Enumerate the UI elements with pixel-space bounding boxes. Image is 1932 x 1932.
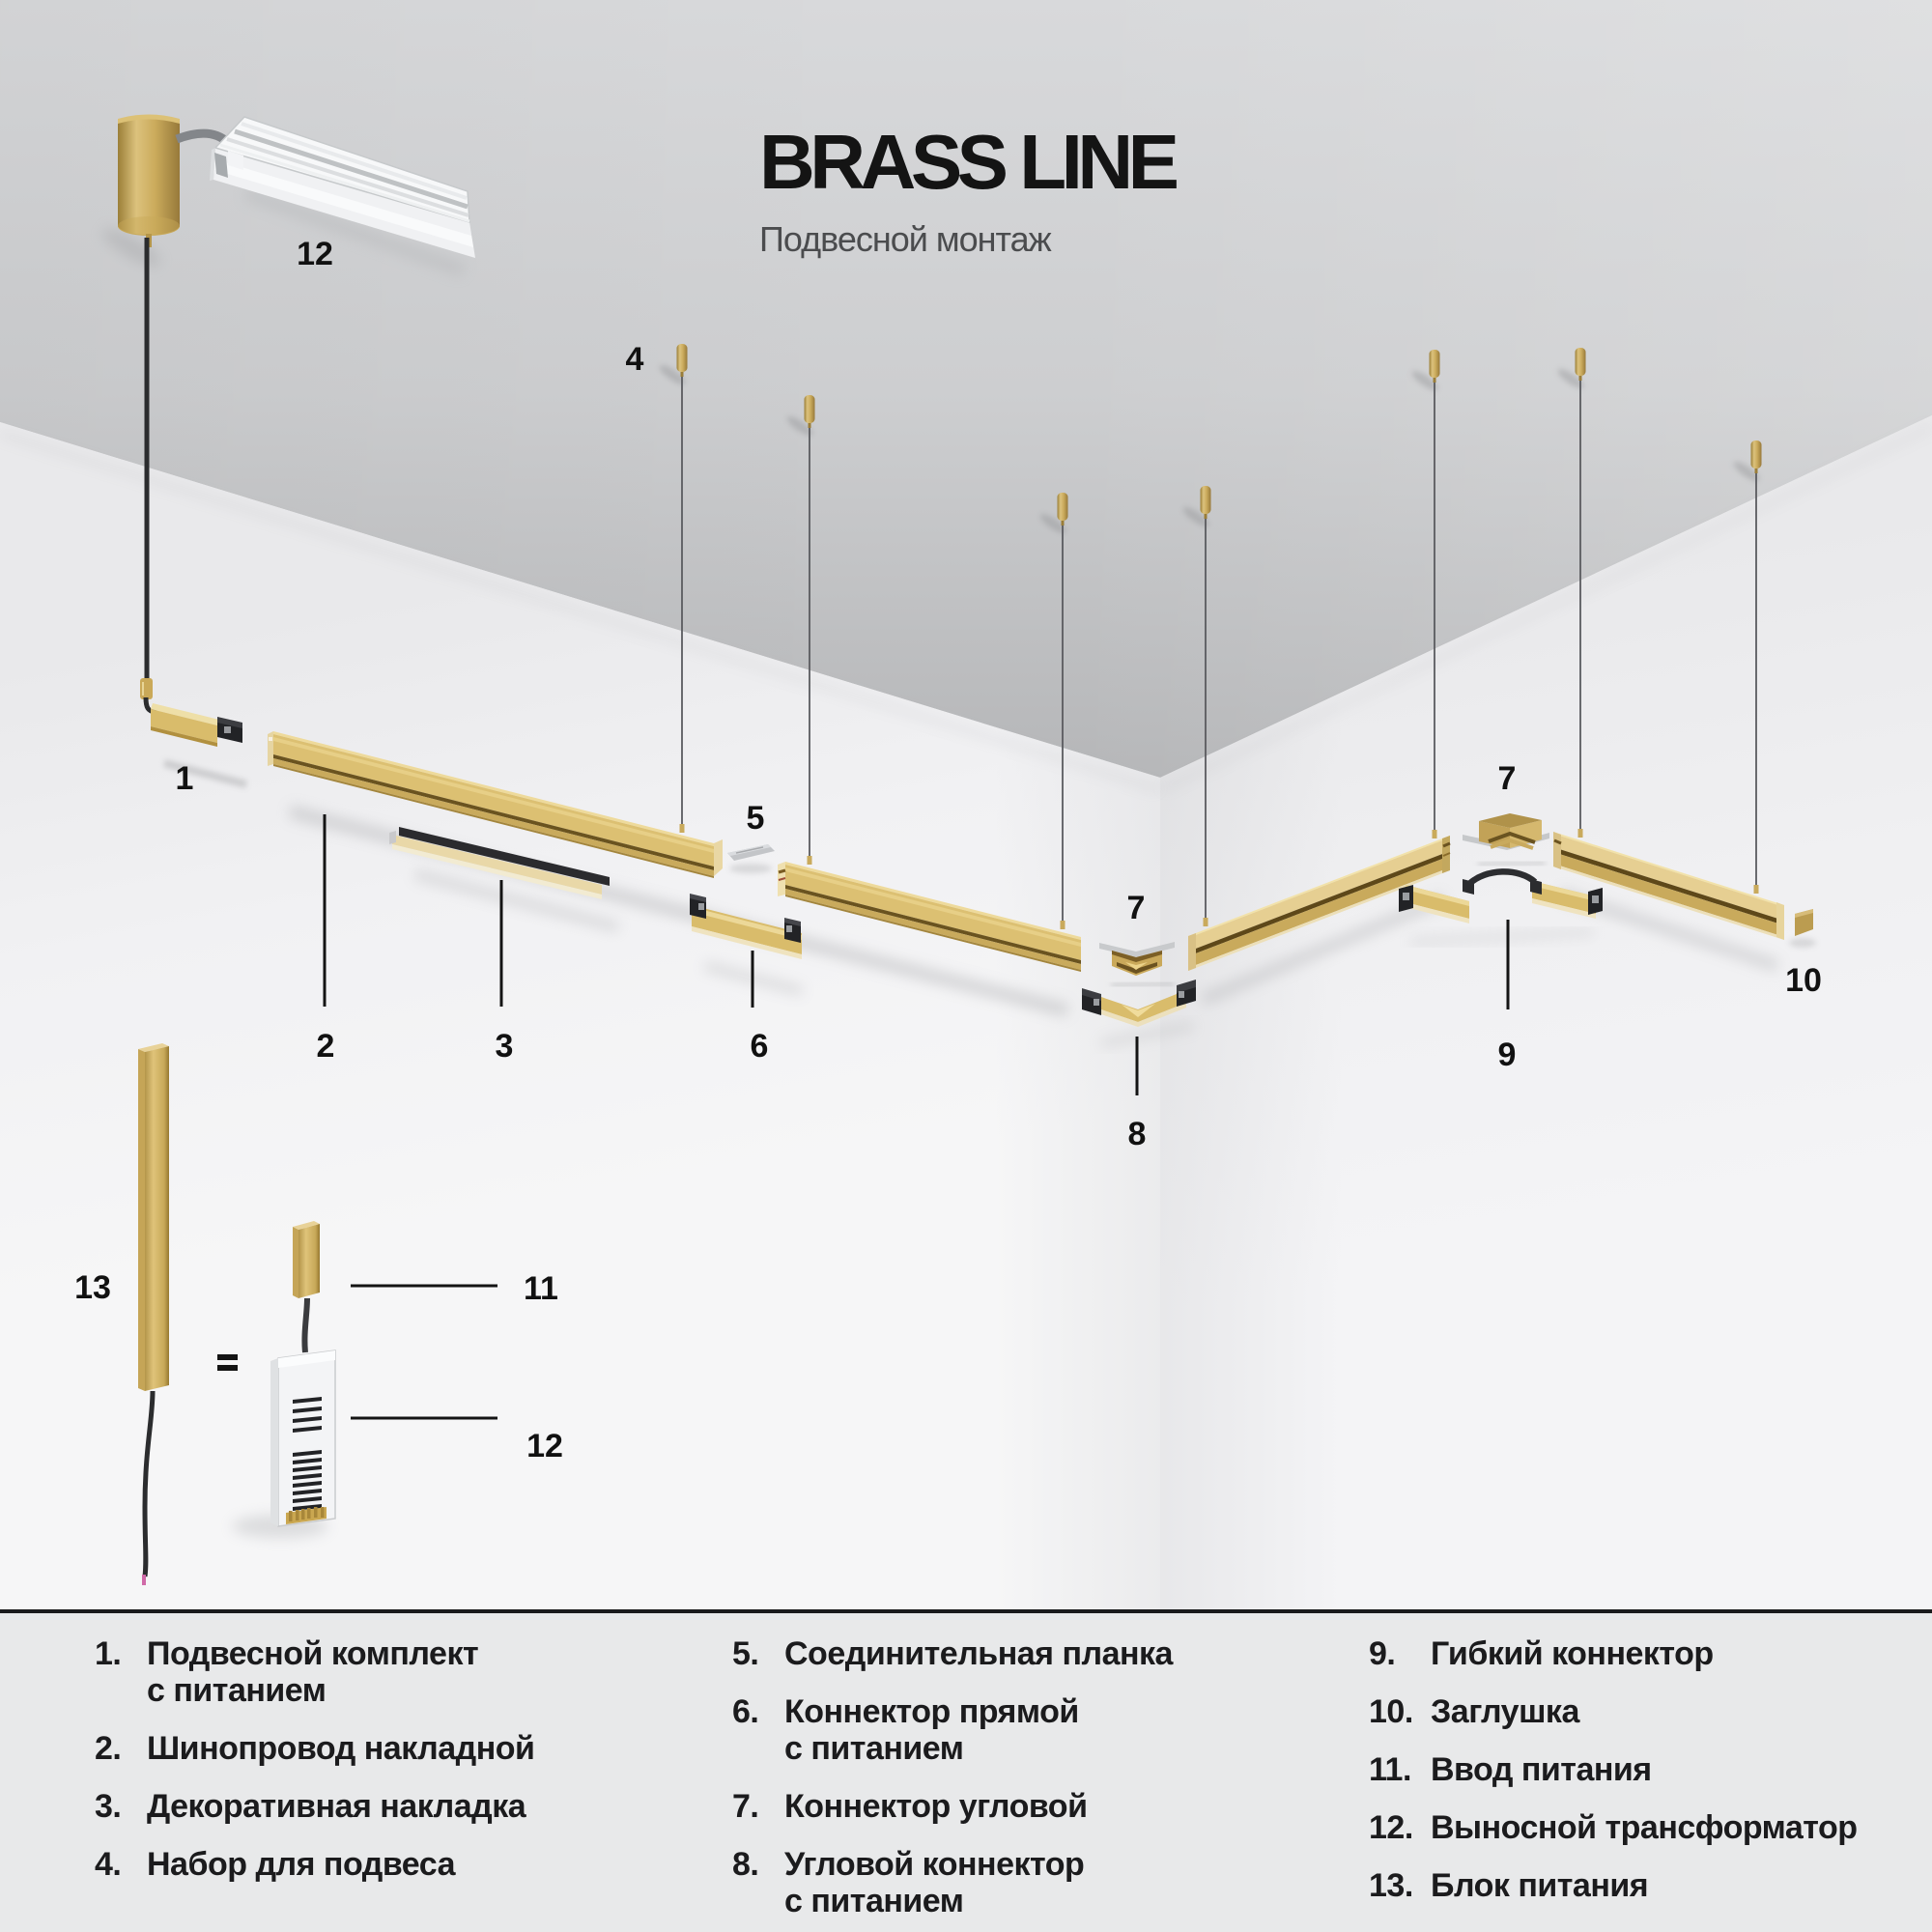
svg-text:5: 5 [747, 800, 765, 837]
svg-text:6.: 6. [732, 1693, 758, 1730]
svg-text:1.: 1. [95, 1635, 121, 1672]
svg-text:с питанием: с питанием [147, 1672, 326, 1709]
svg-text:с питанием: с питанием [784, 1883, 963, 1919]
svg-text:12: 12 [297, 236, 333, 272]
svg-text:Коннектор угловой: Коннектор угловой [784, 1788, 1087, 1825]
svg-text:3.: 3. [95, 1788, 121, 1825]
svg-text:с питанием: с питанием [784, 1730, 963, 1767]
svg-text:12: 12 [526, 1428, 563, 1464]
svg-text:4: 4 [626, 341, 644, 378]
svg-text:BRASS LINE: BRASS LINE [759, 119, 1178, 205]
svg-text:8.: 8. [732, 1846, 758, 1883]
svg-text:7: 7 [1127, 890, 1146, 926]
svg-text:Гибкий коннектор: Гибкий коннектор [1431, 1635, 1714, 1672]
svg-text:13.: 13. [1369, 1867, 1413, 1904]
svg-text:Подвесной монтаж: Подвесной монтаж [759, 219, 1052, 259]
svg-text:Соединительная планка: Соединительная планка [784, 1635, 1175, 1672]
svg-text:Блок питания: Блок питания [1431, 1867, 1648, 1904]
svg-text:12.: 12. [1369, 1809, 1413, 1846]
svg-text:11.: 11. [1369, 1751, 1411, 1788]
svg-text:10.: 10. [1369, 1693, 1413, 1730]
svg-text:10: 10 [1785, 962, 1822, 999]
svg-text:2: 2 [317, 1028, 335, 1065]
svg-text:7.: 7. [732, 1788, 758, 1825]
svg-text:2.: 2. [95, 1730, 121, 1767]
svg-text:3: 3 [496, 1028, 514, 1065]
svg-text:Заглушка: Заглушка [1431, 1693, 1580, 1730]
svg-text:Выносной трансформатор: Выносной трансформатор [1431, 1809, 1858, 1846]
svg-text:9.: 9. [1369, 1635, 1395, 1672]
svg-text:5.: 5. [732, 1635, 758, 1672]
svg-text:Набор для подвеса: Набор для подвеса [147, 1846, 457, 1883]
svg-text:9: 9 [1498, 1037, 1517, 1073]
svg-text:Подвесной комплект: Подвесной комплект [147, 1635, 478, 1672]
svg-text:Ввод питания: Ввод питания [1431, 1751, 1652, 1788]
svg-text:8: 8 [1128, 1116, 1147, 1152]
svg-text:1: 1 [176, 760, 194, 797]
svg-text:Коннектор прямой: Коннектор прямой [784, 1693, 1079, 1730]
svg-text:4.: 4. [95, 1846, 121, 1883]
svg-text:Декоративная накладка: Декоративная накладка [147, 1788, 527, 1825]
svg-text:Шинопровод накладной: Шинопровод накладной [147, 1730, 534, 1767]
svg-text:11: 11 [524, 1270, 558, 1307]
svg-text:Угловой коннектор: Угловой коннектор [784, 1846, 1084, 1883]
svg-text:13: 13 [74, 1269, 111, 1306]
svg-text:7: 7 [1498, 760, 1517, 797]
svg-text:6: 6 [751, 1028, 769, 1065]
